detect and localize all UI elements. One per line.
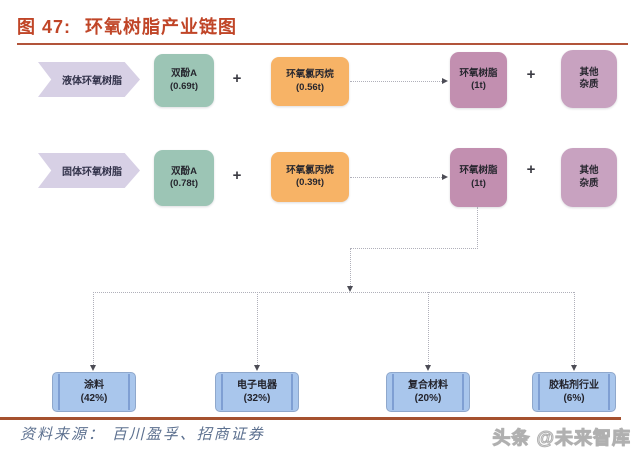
plus-sign: + <box>232 70 242 87</box>
connector-product-drop <box>477 207 478 249</box>
arrow-down-icon <box>425 365 431 371</box>
node-quantity: (0.78t) <box>170 178 198 189</box>
row-label-solid-epoxy: 固体环氧树脂 <box>38 153 140 188</box>
application-share: (32%) <box>243 393 271 404</box>
node-name: 环氧树脂 <box>459 67 498 79</box>
connector-distribution-bus <box>93 292 574 293</box>
arrow-down-icon <box>90 365 96 371</box>
connector-elbow-vertical <box>350 249 351 288</box>
plus-sign: + <box>232 167 242 184</box>
node-other-impurities-solid: 其他 杂质 <box>561 148 617 207</box>
application-name: 电子电器 <box>237 380 277 391</box>
node-quantity: (1t) <box>471 177 486 189</box>
node-epoxy-resin-liquid: 环氧树脂 (1t) <box>450 52 507 108</box>
connector-drop-adhesives <box>574 292 575 365</box>
node-application-electronics: 电子电器 (32%) <box>215 372 299 412</box>
node-name-line1: 其他 <box>579 66 599 78</box>
node-application-coatings: 涂料 (42%) <box>52 372 136 412</box>
node-epichlorohydrin-solid: 环氧氯丙烷 (0.39t) <box>271 152 349 202</box>
node-application-adhesives: 胶粘剂行业 (6%) <box>532 372 616 412</box>
toutiao-watermark: 头条 @未来智库 <box>492 428 631 449</box>
node-bisphenol-a-solid: 双酚A (0.78t) <box>154 150 214 206</box>
node-quantity: (1t) <box>471 80 486 91</box>
node-name-line1: 其他 <box>579 165 599 177</box>
application-name: 胶粘剂行业 <box>549 380 599 391</box>
application-share: (20%) <box>414 393 442 404</box>
arrow-down-icon <box>254 365 260 371</box>
figure-title: 图 47: 环氧树脂产业链图 <box>17 13 237 39</box>
application-share: (6%) <box>563 393 585 404</box>
connector-drop-composites <box>428 292 429 365</box>
application-name: 涂料 <box>84 380 104 391</box>
row-label-liquid-epoxy: 液体环氧树脂 <box>38 62 140 97</box>
node-name-line2: 杂质 <box>579 79 599 90</box>
figure-number: 图 47: <box>17 17 72 37</box>
footer-divider <box>0 417 621 420</box>
arrow-right-icon <box>442 174 448 180</box>
arrow-down-icon <box>347 286 353 292</box>
source-note: 资料来源： 百川盈孚、招商证券 <box>20 425 265 443</box>
plus-sign: + <box>526 161 536 178</box>
node-bisphenol-a-liquid: 双酚A (0.69t) <box>154 54 214 107</box>
figure-title-text: 环氧树脂产业链图 <box>85 17 238 37</box>
node-epoxy-resin-solid: 环氧树脂 (1t) <box>450 148 507 207</box>
node-name: 环氧氯丙烷 <box>286 164 334 176</box>
node-name: 环氧树脂 <box>459 165 498 177</box>
application-share: (42%) <box>80 393 108 404</box>
node-quantity: (0.69t) <box>170 80 198 92</box>
arrow-right-icon <box>442 78 448 84</box>
connector-reaction-solid <box>350 177 442 178</box>
node-name: 双酚A <box>171 68 197 80</box>
connector-drop-coatings <box>93 292 94 365</box>
title-underline <box>17 43 628 45</box>
row-label-text: 固体环氧树脂 <box>62 167 122 178</box>
connector-elbow-horizontal <box>350 248 478 249</box>
node-quantity: (0.56t) <box>296 81 324 93</box>
row-label-text: 液体环氧树脂 <box>62 76 122 87</box>
node-name: 双酚A <box>171 165 197 177</box>
node-other-impurities-liquid: 其他 杂质 <box>561 50 617 108</box>
plus-sign: + <box>526 66 536 83</box>
node-quantity: (0.39t) <box>296 177 324 188</box>
arrow-down-icon <box>571 365 577 371</box>
connector-reaction-liquid <box>350 81 442 82</box>
node-epichlorohydrin-liquid: 环氧氯丙烷 (0.56t) <box>271 57 349 106</box>
application-name: 复合材料 <box>408 380 448 391</box>
connector-drop-electronics <box>257 292 258 365</box>
node-application-composites: 复合材料 (20%) <box>386 372 470 412</box>
node-name: 环氧氯丙烷 <box>286 69 334 81</box>
node-name-line2: 杂质 <box>579 177 599 189</box>
